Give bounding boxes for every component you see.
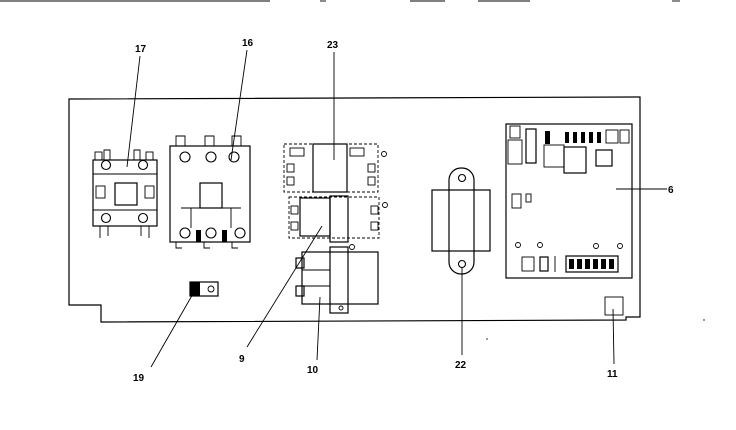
callout-23: 23 [327,40,339,51]
callout-17: 17 [135,44,147,55]
transformer-10 [295,246,379,314]
callout-9: 9 [239,354,245,365]
callout-10: 10 [307,365,319,376]
contactor-16 [169,135,251,249]
leader-lines [126,49,667,368]
transformer-22 [431,167,491,275]
contactor-17 [92,149,158,238]
ground-lug-19 [189,281,219,297]
callout-6: 6 [668,185,674,196]
callout-22: 22 [455,360,467,371]
control-panel-plate [68,96,641,323]
control-board-6 [505,123,633,279]
relay-9 [288,195,388,250]
component-11 [604,296,624,316]
callout-16: 16 [242,38,254,49]
relay-23 [283,143,387,193]
callout-11: 11 [607,369,618,380]
callout-19: 19 [133,373,145,384]
